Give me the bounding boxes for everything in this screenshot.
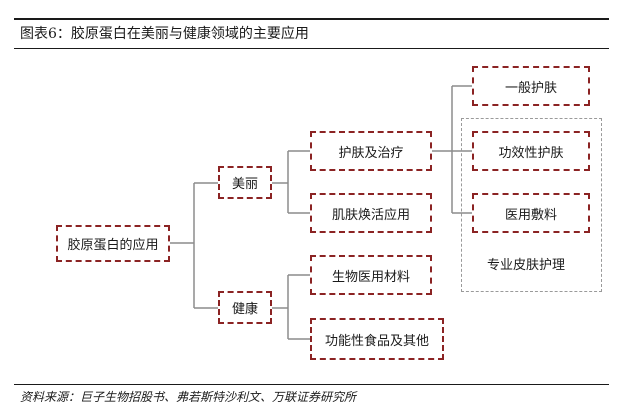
node-general-skincare: 一般护肤 — [472, 66, 590, 106]
bottom-rule — [14, 384, 609, 385]
node-health: 健康 — [218, 291, 272, 324]
professional-skincare-label: 专业皮肤护理 — [487, 258, 566, 273]
top-rule — [14, 18, 609, 20]
node-functional-skincare: 功效性护肤 — [472, 131, 590, 171]
node-skin-rejuvenation: 肌肤焕活应用 — [310, 193, 432, 233]
professional-skincare-group — [461, 118, 602, 292]
node-skincare-treatment: 护肤及治疗 — [310, 131, 432, 171]
figure-title: 图表6：胶原蛋白在美丽与健康领域的主要应用 — [20, 26, 309, 42]
node-medical-dressing: 医用敷料 — [472, 193, 590, 233]
source-note: 资料来源：巨子生物招股书、弗若斯特沙利文、万联证券研究所 — [20, 390, 357, 404]
node-beauty: 美丽 — [218, 166, 272, 199]
node-root: 胶原蛋白的应用 — [56, 225, 170, 262]
title-rule — [14, 48, 609, 49]
node-functional-food: 功能性食品及其他 — [310, 318, 444, 360]
node-biomedical-materials: 生物医用材料 — [310, 255, 432, 295]
